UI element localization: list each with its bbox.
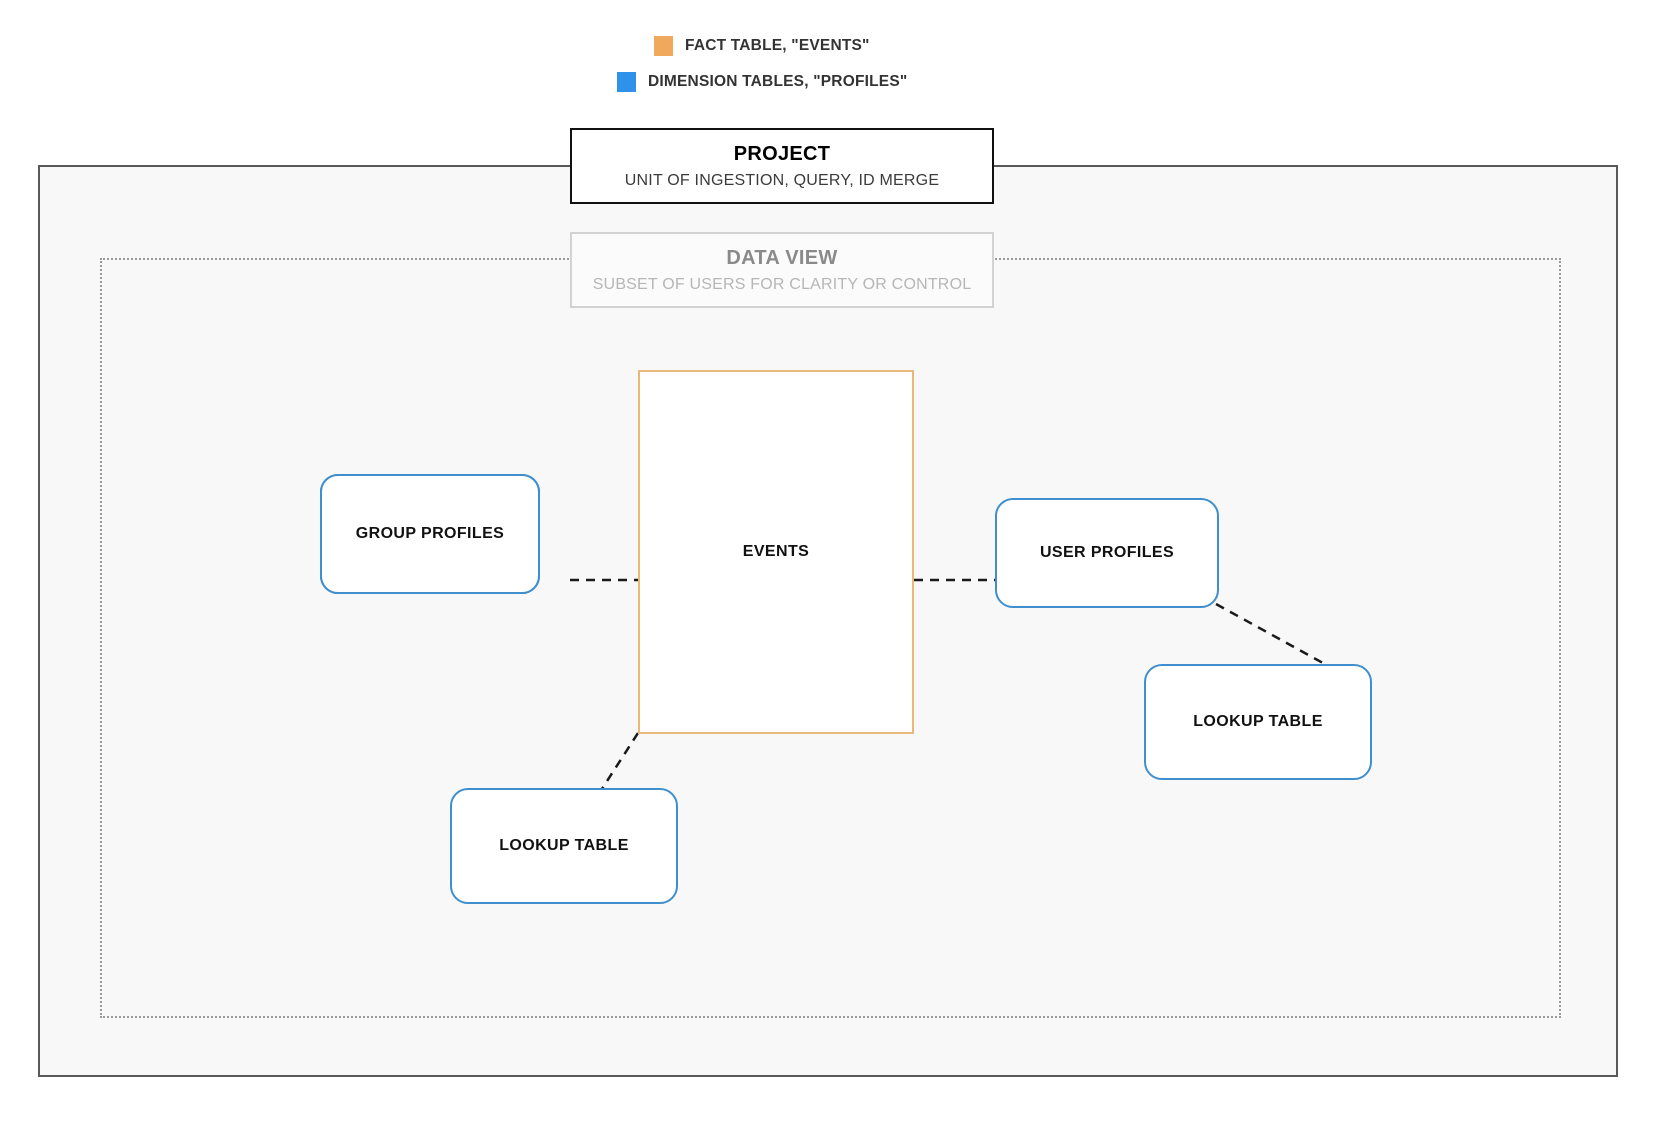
lookup-table-right-label: LOOKUP TABLE bbox=[1193, 713, 1323, 730]
legend-label-dimension-tables: DIMENSION TABLES, "PROFILES" bbox=[648, 73, 908, 90]
square-swatch-blue-icon bbox=[617, 72, 636, 92]
dimension-table-lookup-left: LOOKUP TABLE bbox=[450, 788, 678, 904]
project-header-box: PROJECT UNIT OF INGESTION, QUERY, ID MER… bbox=[570, 128, 994, 204]
project-subtitle: UNIT OF INGESTION, QUERY, ID MERGE bbox=[624, 171, 940, 189]
fact-table-events-label: EVENTS bbox=[742, 543, 810, 560]
group-profiles-label: GROUP PROFILES bbox=[355, 525, 505, 542]
data-view-header-box: DATA VIEW SUBSET OF USERS FOR CLARITY OR… bbox=[570, 232, 994, 308]
legend-label-fact-table: FACT TABLE, "EVENTS" bbox=[685, 37, 870, 54]
square-swatch-orange-icon bbox=[654, 36, 673, 56]
legend-item-fact-table: FACT TABLE, "EVENTS" bbox=[654, 36, 870, 56]
fact-table-events: EVENTS bbox=[638, 370, 914, 734]
legend-item-dimension-tables: DIMENSION TABLES, "PROFILES" bbox=[617, 72, 907, 92]
dimension-table-user-profiles: USER PROFILES bbox=[995, 498, 1219, 608]
group-profiles-card-front: GROUP PROFILES bbox=[320, 474, 540, 594]
dimension-table-lookup-right: LOOKUP TABLE bbox=[1144, 664, 1372, 780]
data-view-title: DATA VIEW bbox=[726, 246, 838, 269]
user-profiles-label: USER PROFILES bbox=[1039, 544, 1175, 561]
project-title: PROJECT bbox=[733, 142, 831, 165]
lookup-table-left-label: LOOKUP TABLE bbox=[499, 837, 629, 854]
data-view-subtitle: SUBSET OF USERS FOR CLARITY OR CONTROL bbox=[592, 275, 972, 293]
dimension-table-group-profiles-stack: GROUP PROFILES bbox=[320, 474, 570, 610]
